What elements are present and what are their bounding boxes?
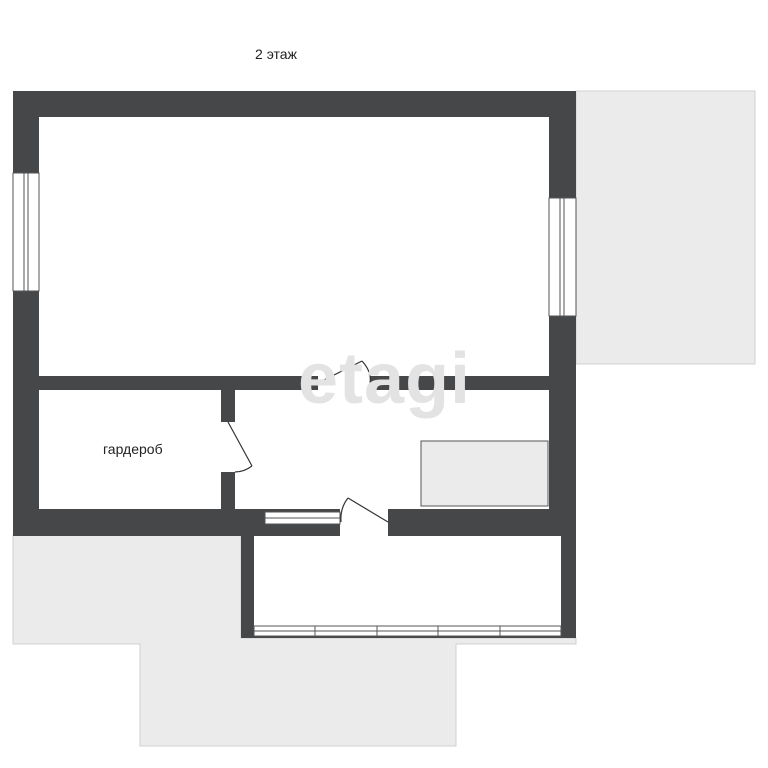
window-right (548, 197, 577, 317)
right-terrace (575, 90, 756, 365)
door-wardrobe (227, 421, 253, 473)
watermark: etagi (298, 339, 472, 419)
window-hall-balcony (264, 511, 341, 525)
doorway-wardrobe (221, 422, 235, 472)
balcony-floor (254, 536, 561, 626)
wardrobe-floor (39, 390, 221, 509)
floor-title: 2 этаж (255, 46, 297, 62)
door-balcony (340, 497, 389, 523)
window-left (12, 172, 40, 292)
door-main-room (317, 360, 371, 384)
main-room-floor (39, 117, 549, 376)
room-label-wardrobe: гардероб (103, 441, 163, 457)
doorway-balcony (340, 509, 388, 536)
doorway-main (318, 376, 370, 390)
stair-opening (420, 440, 549, 507)
balcony-window-mullions (314, 626, 501, 636)
